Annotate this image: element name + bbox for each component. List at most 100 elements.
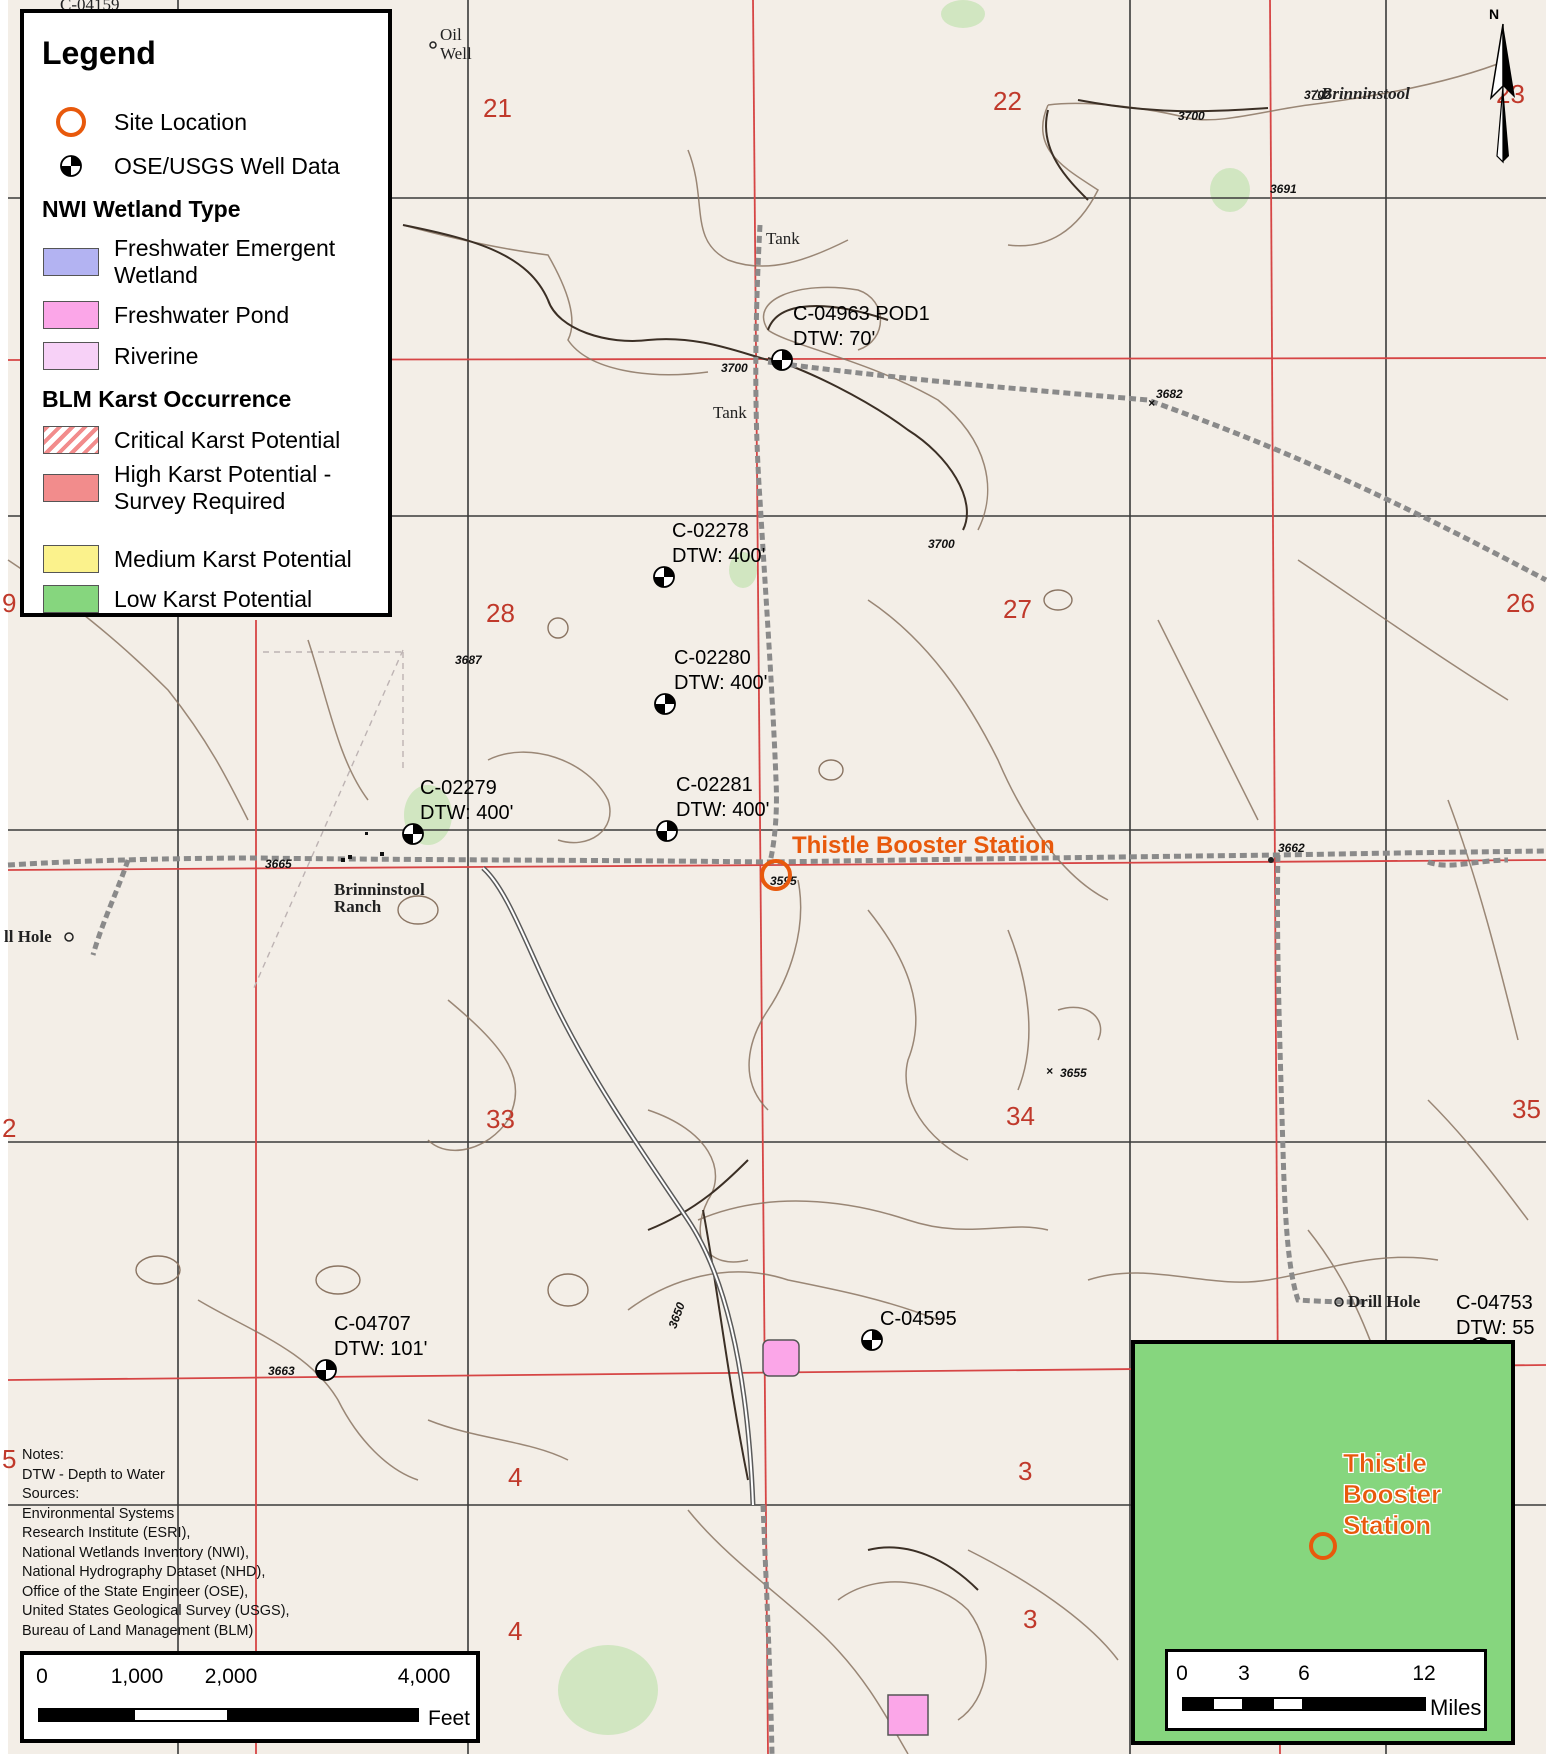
- section-number: 21: [483, 93, 512, 123]
- low-karst-swatch: [43, 585, 99, 613]
- freshwater-pond[interactable]: [887, 1694, 929, 1736]
- legend-item-low-karst: Low Karst Potential: [42, 584, 312, 614]
- tank-label: Tank: [713, 403, 747, 422]
- section-number: 35: [1512, 1094, 1541, 1124]
- well-id-label: C-04753: [1456, 1292, 1533, 1314]
- oil-well-icon: [429, 41, 437, 49]
- scale-tick-label: 12: [1412, 1662, 1436, 1685]
- section-number: 3: [1018, 1456, 1032, 1486]
- scale-tick-label: 2,000: [204, 1665, 258, 1688]
- legend-karst-heading: BLM Karst Occurrence: [42, 386, 292, 412]
- section-number: 33: [486, 1104, 515, 1134]
- section-number: 26: [1506, 588, 1535, 618]
- brinninstool-label: Brinninstool: [1320, 84, 1410, 103]
- section-number: 27: [1003, 594, 1032, 624]
- elevation-label: 3655: [1060, 1066, 1087, 1080]
- scale-tick-label: 1,000: [110, 1665, 164, 1688]
- well-dtw-label: DTW: 101': [334, 1338, 427, 1360]
- section-number: 28: [486, 598, 515, 628]
- oil-well-label: Oil: [440, 25, 462, 44]
- well-symbol-icon: [861, 1329, 883, 1351]
- well-symbol-icon: [654, 693, 676, 715]
- ranch-label: Brinninstool: [334, 880, 425, 899]
- legend-title: Legend: [42, 35, 156, 71]
- notes-line: United States Geological Survey (USGS),: [22, 1603, 290, 1619]
- scale-tick-label: 4,000: [397, 1665, 451, 1688]
- inset-map: Thistle Booster Station 0 3 6 12 Miles: [1131, 1340, 1515, 1745]
- scale-unit-label: Feet: [428, 1707, 471, 1730]
- elevation-label: 3687: [455, 653, 483, 667]
- legend-item-label: Low Karst Potential: [114, 585, 313, 612]
- section-number: 3: [1023, 1604, 1037, 1634]
- ranch-label: Ranch: [334, 897, 382, 916]
- well-symbol-icon: [656, 820, 678, 842]
- riverine-swatch: [43, 342, 99, 370]
- hole-label: ll Hole: [4, 927, 52, 946]
- legend-item-label: Freshwater Pond: [114, 301, 290, 328]
- legend-panel: Legend Site Location OSE/USGS Well Data …: [20, 9, 392, 617]
- tank-label: Tank: [766, 229, 800, 248]
- scale-segment: [1212, 1697, 1244, 1711]
- notes-line: Bureau of Land Management (BLM): [22, 1622, 254, 1639]
- ranch-buildings-icon: [341, 832, 384, 862]
- notes-block: Notes: DTW - Depth to Water Sources: Env…: [22, 1446, 322, 1641]
- notes-line: National Hydrography Dataset (NHD),: [22, 1564, 266, 1580]
- site-name-label: Thistle Booster Station: [792, 832, 1055, 859]
- scale-unit-label: Miles: [1430, 1695, 1482, 1720]
- site-location-circle-icon: [42, 107, 100, 137]
- elevation-label: 3691: [1270, 182, 1297, 196]
- svg-text:×: ×: [1148, 396, 1155, 410]
- well-dtw-label: DTW: 400': [676, 799, 769, 821]
- scale-segment: [1302, 1697, 1426, 1711]
- medium-karst-swatch: [43, 545, 99, 573]
- drill-hole-icon: [1334, 1297, 1344, 1307]
- notes-line: Sources:: [22, 1486, 80, 1502]
- well-dtw-label: DTW: 400': [674, 672, 767, 694]
- well-id-label: C-04707: [334, 1313, 411, 1335]
- elevation-label: 3700: [1178, 109, 1205, 123]
- legend-item-label: Medium Karst Potential: [114, 545, 352, 572]
- notes-line: Environmental Systems: [22, 1505, 175, 1522]
- scale-segment: [38, 1708, 135, 1722]
- site-location-circle-icon[interactable]: [1309, 1532, 1337, 1560]
- section-number: 4: [508, 1462, 522, 1492]
- freshwater-pond[interactable]: [762, 1339, 800, 1377]
- notes-line: National Wetlands Inventory (NWI),: [22, 1544, 249, 1561]
- scale-segment: [133, 1708, 229, 1722]
- freshwater-pond-swatch: [43, 301, 99, 329]
- legend-nwi-heading: NWI Wetland Type: [42, 196, 241, 222]
- legend-item-label: OSE/USGS Well Data: [114, 152, 340, 179]
- notes-line: Office of the State Engineer (OSE),: [22, 1583, 249, 1600]
- legend-item-label: High Karst Potential -Survey Required: [114, 461, 332, 514]
- legend-item-label: Site Location: [114, 108, 247, 135]
- well-id-label: C-04595: [880, 1308, 957, 1330]
- well-symbol-icon: [653, 566, 675, 588]
- well-symbol-icon: [315, 1359, 337, 1381]
- dashed-boundary: [252, 649, 404, 991]
- scale-tick-label: 0: [36, 1665, 48, 1688]
- scale-segment: [1242, 1697, 1274, 1711]
- scale-segment: [1182, 1697, 1214, 1711]
- site-location-circle-icon[interactable]: [760, 859, 792, 891]
- legend-item-high-karst: High Karst Potential -Survey Required: [42, 461, 331, 515]
- elevation-label: 3700: [721, 361, 748, 375]
- well-dtw-label: DTW: 55: [1456, 1317, 1535, 1339]
- drill-hole-label: Drill Hole: [1348, 1292, 1421, 1311]
- well-dtw-label: DTW: 400': [420, 802, 513, 824]
- scale-segment: [227, 1708, 419, 1722]
- well-id-label: C-02279: [420, 777, 497, 799]
- scale-segment: [1272, 1697, 1304, 1711]
- elevation-label: 3663: [268, 1364, 295, 1378]
- freshwater-emergent-wetland-swatch: [43, 248, 99, 276]
- well-id-label: C-02280: [674, 647, 751, 669]
- paved-road-center: [482, 867, 754, 1506]
- scale-tick-label: 3: [1238, 1662, 1250, 1685]
- svg-text:×: ×: [1046, 1064, 1053, 1078]
- contour-lines: [7, 59, 1529, 1754]
- index-contours: [402, 99, 1269, 1591]
- elevation-label: 3662: [1278, 841, 1305, 855]
- well-symbol-icon: [402, 823, 424, 845]
- legend-item-site-location: Site Location: [42, 107, 247, 137]
